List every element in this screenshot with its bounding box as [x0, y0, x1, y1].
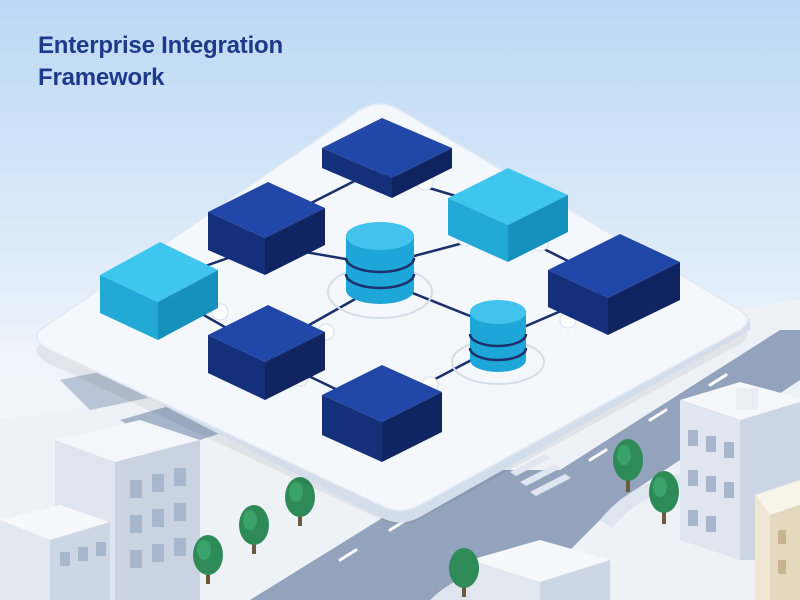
database-icon: [451, 300, 545, 385]
building-bottom-center: [470, 540, 610, 600]
tree-icon: [649, 471, 679, 524]
tree-icon: [285, 477, 315, 526]
block-center-left-navy: [208, 305, 325, 400]
block-upper-left-navy: [208, 182, 325, 275]
database-icon: [327, 222, 433, 319]
tree-icon: [613, 439, 643, 492]
building-front-left: [0, 505, 110, 600]
block-upper-right-cyan: [448, 168, 568, 262]
integration-platform: [35, 103, 750, 525]
title-line-1: Enterprise Integration: [38, 32, 283, 59]
tree-icon: [239, 505, 269, 554]
page-title: Enterprise Integration Framework: [38, 30, 378, 94]
title-line-2: Framework: [38, 64, 165, 91]
road: [250, 330, 800, 600]
tree-icon: [193, 535, 223, 584]
block-top-navy: [322, 118, 452, 198]
building-right-beige: [755, 480, 800, 600]
platform-top: [35, 103, 749, 512]
tree-icon: [449, 548, 479, 597]
trees: [193, 439, 679, 597]
block-bottom-navy: [322, 365, 442, 462]
block-right-navy: [548, 234, 680, 335]
block-left-cyan: [100, 242, 218, 340]
